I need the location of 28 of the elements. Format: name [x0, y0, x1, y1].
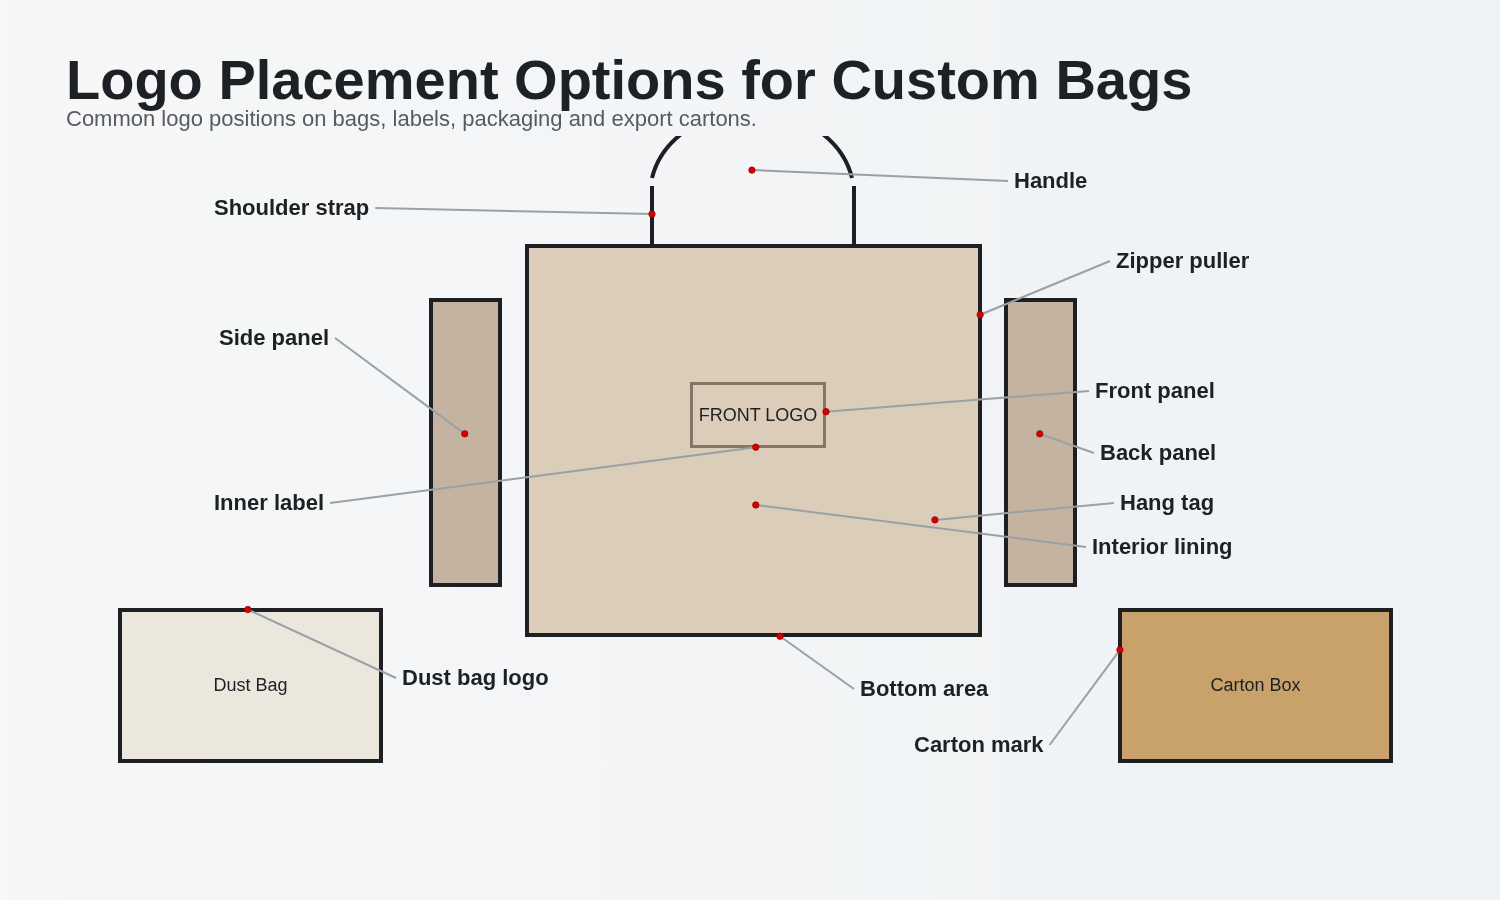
leader-line: [1048, 646, 1124, 746]
callout-label: Zipper puller: [1116, 248, 1250, 274]
side-panel: [1004, 298, 1077, 587]
carton-box-drawing: Carton Box: [1118, 608, 1393, 763]
leader-line: [329, 443, 760, 504]
leader-line: [752, 501, 1087, 548]
callout-label: Dust bag logo: [402, 665, 549, 691]
callout-label: Side panel: [219, 325, 330, 351]
callout-label: Carton mark: [914, 732, 1044, 758]
leader-line: [334, 337, 469, 438]
leader-line: [374, 207, 656, 218]
leader-line: [244, 605, 397, 679]
placement-frame: FRONT LOGO: [690, 382, 826, 448]
callout-label: Front panel: [1095, 378, 1215, 404]
dust-bag-drawing: Dust Bag: [118, 608, 383, 763]
callout-label: Handle: [1014, 168, 1088, 194]
callout-label: Back panel: [1100, 440, 1217, 466]
leader-line: [822, 390, 1090, 416]
callout-label: Interior lining: [1092, 534, 1233, 560]
leader-line: [748, 166, 1009, 182]
bag-body: [525, 244, 982, 637]
callout-label: Inner label: [214, 490, 325, 516]
side-panel: [429, 298, 502, 587]
leader-line: [976, 260, 1111, 319]
callout-label: Shoulder strap: [214, 195, 370, 221]
callout-label: Hang tag: [1120, 490, 1215, 516]
callout-label: Bottom area: [860, 676, 989, 702]
leader-line: [931, 502, 1115, 524]
